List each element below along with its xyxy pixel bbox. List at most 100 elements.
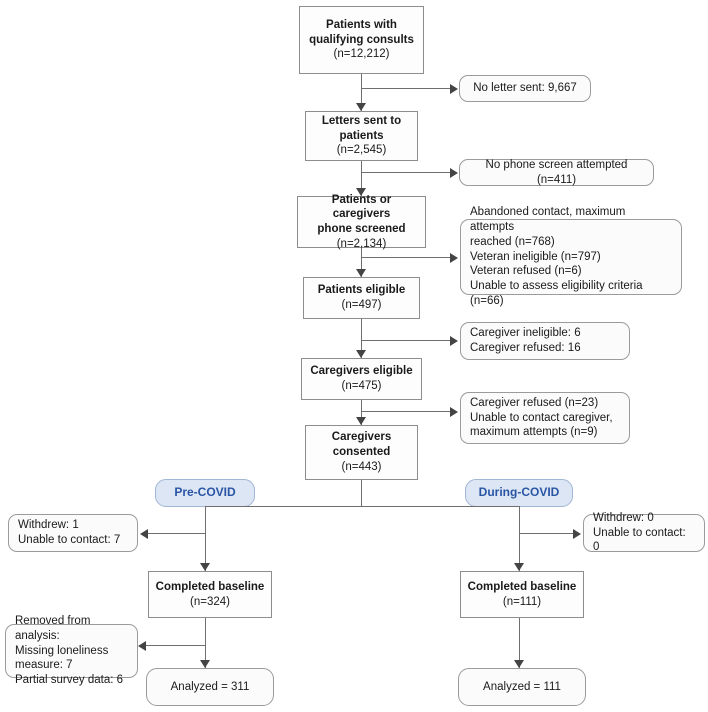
node-line: Missing loneliness bbox=[15, 644, 109, 657]
arrowhead-down bbox=[356, 269, 366, 277]
node-during-covid-baseline: Completed baseline (n=111) bbox=[460, 571, 584, 618]
connector-consented-down bbox=[361, 480, 362, 506]
pill-text: Pre-COVID bbox=[174, 485, 236, 500]
node-line: Removed from analysis: bbox=[15, 615, 91, 642]
node-caregivers-eligible: Caregivers eligible (n=475) bbox=[301, 358, 422, 400]
connector-pre-baseline-to-analyzed bbox=[205, 618, 206, 668]
node-line: Caregiver refused: 16 bbox=[470, 342, 581, 354]
node-during-covid-analyzed: Analyzed = 111 bbox=[458, 668, 586, 706]
node-line: Unable to contact: 0 bbox=[593, 526, 686, 554]
connector-to-pre-covid-losses bbox=[148, 533, 206, 534]
label-pre-covid: Pre-COVID bbox=[155, 479, 255, 507]
node-removed-from-analysis: Removed from analysis: Missing lonelines… bbox=[5, 615, 138, 686]
node-letters-sent: Letters sent to patients (n=2,545) bbox=[305, 111, 418, 161]
node-line: measure: 7 bbox=[15, 659, 73, 672]
node-line: reached (n=768) bbox=[470, 235, 555, 248]
arrowhead-right bbox=[450, 168, 458, 178]
node-line: maximum attempts (n=9) bbox=[470, 426, 598, 439]
node-caregiver-exclusions: Caregiver ineligible: 6 Caregiver refuse… bbox=[460, 322, 630, 360]
node-line: Completed baseline bbox=[467, 580, 577, 593]
connector-letters-to-screened bbox=[361, 161, 362, 196]
connector-to-caregiver-exclusions bbox=[361, 340, 451, 341]
node-count: (n=2,134) bbox=[336, 237, 387, 250]
arrowhead-down bbox=[356, 103, 366, 111]
node-line: phone screened bbox=[317, 223, 406, 235]
node-line: Patients eligible bbox=[317, 284, 406, 297]
arrowhead-down bbox=[356, 350, 366, 358]
node-count: (n=475) bbox=[341, 380, 382, 392]
node-qualifying-consults: Patients with qualifying consults (n=12,… bbox=[299, 6, 424, 74]
arrowhead-right bbox=[450, 84, 458, 94]
node-patients-eligible: Patients eligible (n=497) bbox=[303, 277, 420, 319]
node-line: Abandoned contact, maximum attempts bbox=[470, 206, 626, 234]
arrowhead-right bbox=[573, 529, 581, 539]
node-line: Completed baseline bbox=[155, 580, 265, 593]
node-count: (n=2,545) bbox=[336, 144, 387, 157]
label-during-covid: During-COVID bbox=[465, 479, 573, 507]
arrowhead-down bbox=[356, 188, 366, 196]
node-line: Patients with bbox=[326, 18, 397, 31]
node-line: Partial survey data: 6 bbox=[15, 674, 124, 687]
node-count: (n=443) bbox=[341, 460, 382, 473]
arrowhead-left bbox=[138, 641, 146, 651]
node-count: (n=324) bbox=[190, 595, 230, 608]
connector-screened-to-eligible bbox=[361, 248, 362, 277]
node-line: consented bbox=[332, 446, 391, 459]
arrowhead-down bbox=[514, 563, 524, 571]
node-phone-screened: Patients or caregivers phone screened (n… bbox=[297, 193, 426, 250]
arrowhead-right bbox=[450, 407, 458, 417]
connector-patients-to-caregivers bbox=[361, 319, 362, 358]
node-line: Caregivers bbox=[331, 431, 392, 444]
connector-to-no-letter-sent bbox=[361, 88, 451, 89]
connector-consults-to-letters bbox=[361, 74, 362, 111]
node-line: No phone screen attempted (n=411) bbox=[485, 158, 628, 186]
node-line: Withdrew: 0 bbox=[593, 511, 654, 524]
connector-to-screen-exclusions bbox=[361, 257, 451, 258]
node-count: (n=12,212) bbox=[333, 48, 390, 61]
pill-text: During-COVID bbox=[478, 485, 560, 500]
node-line: Letters sent to bbox=[321, 114, 402, 127]
node-line: Caregiver ineligible: 6 bbox=[470, 327, 581, 340]
arrowhead-down bbox=[200, 563, 210, 571]
arrowhead-down bbox=[200, 660, 210, 668]
node-count: (n=111) bbox=[502, 595, 542, 608]
node-screen-exclusions: Abandoned contact, maximum attempts reac… bbox=[460, 206, 682, 307]
node-count: (n=497) bbox=[341, 299, 382, 311]
node-caregivers-consented: Caregivers consented (n=443) bbox=[305, 425, 418, 480]
node-pre-covid-analyzed: Analyzed = 311 bbox=[146, 668, 274, 706]
node-consent-exclusions: Caregiver refused (n=23) Unable to conta… bbox=[460, 392, 630, 444]
connector-to-removed-from-analysis bbox=[146, 645, 206, 646]
arrowhead-left bbox=[140, 529, 148, 539]
node-line: Analyzed = 311 bbox=[170, 680, 250, 693]
connector-to-during-covid-losses bbox=[519, 533, 574, 534]
connector-to-consent-exclusions bbox=[361, 411, 451, 412]
connector-split-bus bbox=[205, 506, 519, 507]
node-during-covid-losses: Withdrew: 0 Unable to contact: 0 bbox=[583, 511, 705, 554]
node-pre-covid-baseline: Completed baseline (n=324) bbox=[148, 571, 272, 618]
node-no-phone-screen: No phone screen attempted (n=411) bbox=[459, 159, 654, 186]
node-line: Veteran refused (n=6) bbox=[470, 265, 582, 278]
arrowhead-down bbox=[514, 660, 524, 668]
connector-during-baseline-to-analyzed bbox=[519, 618, 520, 668]
connector-during-covid-down bbox=[519, 506, 520, 571]
arrowhead-down bbox=[356, 417, 366, 425]
node-line: Caregivers eligible bbox=[310, 365, 413, 378]
node-line: Unable to assess eligibility criteria (n… bbox=[470, 280, 643, 307]
node-line: Patients or caregivers bbox=[331, 193, 392, 221]
node-line: Unable to contact caregiver, bbox=[470, 411, 613, 424]
arrowhead-right bbox=[450, 336, 458, 346]
node-line: qualifying consults bbox=[309, 33, 414, 46]
node-line: No letter sent: 9,667 bbox=[473, 82, 577, 95]
node-line: Caregiver refused (n=23) bbox=[470, 396, 599, 409]
node-line: Unable to contact: 7 bbox=[18, 534, 121, 546]
node-pre-covid-losses: Withdrew: 1 Unable to contact: 7 bbox=[8, 514, 138, 552]
node-line: Veteran ineligible (n=797) bbox=[470, 250, 601, 263]
node-line: patients bbox=[339, 129, 384, 142]
connector-eligible-to-consented bbox=[361, 400, 362, 425]
arrowhead-right bbox=[450, 253, 458, 263]
connector-to-no-phone-screen bbox=[361, 172, 451, 173]
node-no-letter-sent: No letter sent: 9,667 bbox=[459, 75, 591, 102]
node-line: Withdrew: 1 bbox=[18, 519, 79, 532]
node-line: Analyzed = 111 bbox=[483, 680, 561, 693]
